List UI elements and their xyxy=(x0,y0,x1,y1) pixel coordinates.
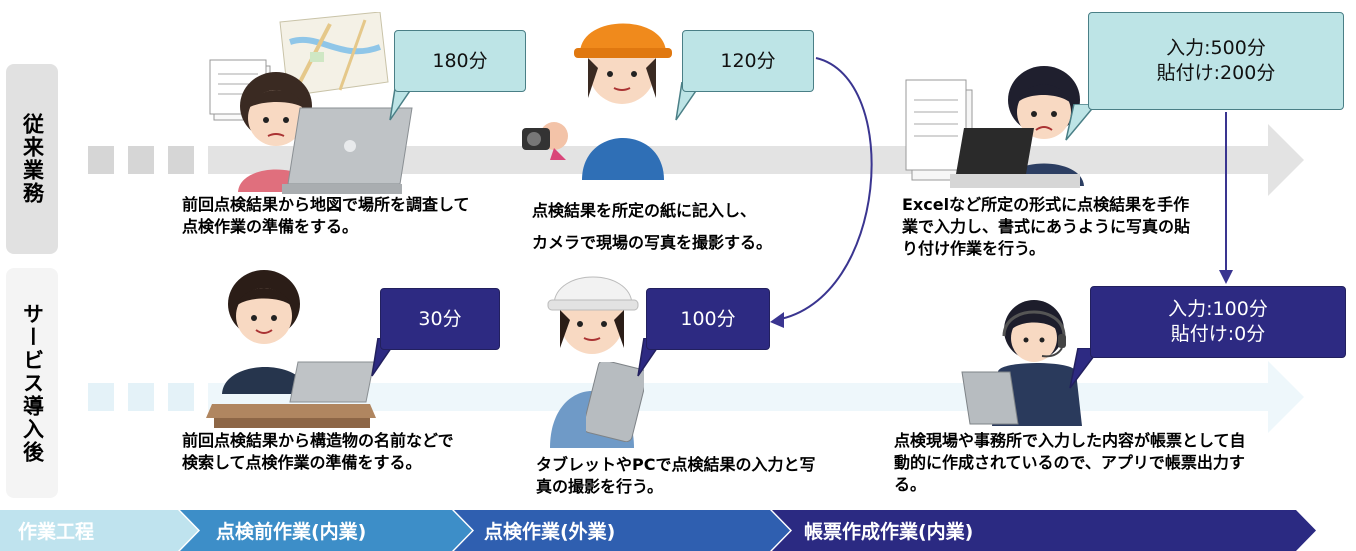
time-bubble-old-field: 120分 xyxy=(682,30,814,92)
desc-line: カメラで現場の写真を撮影する。 xyxy=(532,232,773,252)
row-label-conventional: 従来業務 xyxy=(6,64,58,254)
process-step-report-work: 帳票作成作業(内業) xyxy=(804,521,974,543)
bubble-tail xyxy=(1065,104,1097,141)
process-bar-label-segment xyxy=(0,510,198,551)
person-icon xyxy=(1004,66,1084,186)
flow-dash xyxy=(88,146,114,174)
connector-arrowhead-report xyxy=(1219,270,1233,284)
flow-arrowhead xyxy=(1268,361,1304,433)
process-bar-label: 作業工程 xyxy=(18,521,95,543)
hardhat-icon xyxy=(574,23,672,180)
process-bar xyxy=(0,510,1316,551)
bubble-text: 180分 xyxy=(432,49,488,72)
flow-arrowhead xyxy=(1268,124,1304,196)
process-bar-step2-segment xyxy=(454,510,790,551)
flow-dash xyxy=(88,383,114,411)
bubble-text: 100分 xyxy=(680,307,736,330)
connector-arrow-field xyxy=(775,57,873,321)
laptop-icon xyxy=(950,128,1080,188)
desc-new-report: 点検現場や事務所で入力した内容が帳票として自動的に作成されているので、アプリで帳… xyxy=(894,431,1246,494)
person-icon xyxy=(222,270,308,394)
bubble-text: 入力:500分 xyxy=(1166,37,1266,60)
time-bubble-old-report: 入力:500分 貼付け:200分 xyxy=(1088,12,1344,110)
time-bubble-new-pre: 30分 xyxy=(380,288,500,350)
time-bubble-new-report: 入力:100分 貼付け:0分 xyxy=(1090,286,1346,358)
time-bubble-old-pre: 180分 xyxy=(394,30,526,92)
process-step-pre-work: 点検前作業(内業) xyxy=(216,521,367,543)
connector-arrowhead-field xyxy=(770,312,784,328)
laptop-icon xyxy=(282,107,413,194)
camera-icon xyxy=(522,122,568,160)
desc-old-field: 点検結果を所定の紙に記入し、 カメラで現場の写真を撮影する。 xyxy=(532,200,832,254)
desc-old-report: Excelなど所定の形式に点検結果を手作業で入力し、書式にあうように写真の貼り付… xyxy=(902,195,1191,258)
process-bar-step1-segment xyxy=(180,510,472,551)
bubble-text: 貼付け:200分 xyxy=(1156,62,1276,84)
time-bubble-new-field: 100分 xyxy=(646,288,770,350)
desc-line: 点検結果を所定の紙に記入し、 xyxy=(532,201,757,220)
tablet-icon xyxy=(586,362,644,442)
desc-old-pre: 前回点検結果から地図で場所を調査して点検作業の準備をする。 xyxy=(182,195,470,236)
headset-icon xyxy=(1002,300,1066,362)
desc-new-pre: 前回点検結果から構造物の名前などで検索して点検作業の準備をする。 xyxy=(182,431,454,472)
bubble-text: 貼付け:0分 xyxy=(1170,323,1266,345)
bubble-text: 120分 xyxy=(720,49,776,72)
row-label-after-service: サービス導入後 xyxy=(6,268,58,498)
flow-dash xyxy=(168,146,194,174)
bubble-text: 入力:100分 xyxy=(1168,298,1268,321)
flow-band xyxy=(208,383,1268,411)
desc-new-field: タブレットやPCで点検結果の入力と写真の撮影を行う。 xyxy=(536,455,816,496)
process-bar-step3-segment xyxy=(772,510,1316,551)
bubble-text: 30分 xyxy=(418,307,462,330)
flow-dash xyxy=(128,383,154,411)
flow-dash xyxy=(168,383,194,411)
laptop-icon xyxy=(961,363,1082,426)
flow-dash xyxy=(128,146,154,174)
process-step-field-work: 点検作業(外業) xyxy=(484,521,616,543)
laptop-icon xyxy=(206,361,376,428)
papers-icon xyxy=(905,79,973,181)
map-icon xyxy=(279,12,389,97)
bubble-tail xyxy=(1069,348,1101,389)
